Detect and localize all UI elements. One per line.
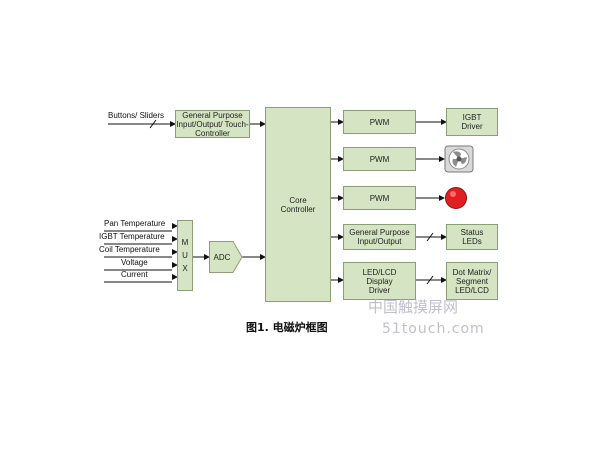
buttons-sliders-label: Buttons/ Sliders bbox=[108, 111, 165, 120]
mux-letter-m: M bbox=[181, 238, 189, 247]
core-controller-label: Core Controller bbox=[280, 195, 316, 214]
current-label: Current bbox=[121, 270, 148, 279]
mux-block: M U X bbox=[177, 220, 193, 291]
gpio-status-block: General Purpose Input/Output bbox=[343, 224, 416, 250]
watermark-text-url: 51touch.com bbox=[382, 321, 485, 337]
coil-temperature-label: Coil Temperature bbox=[99, 245, 160, 254]
status-leds-block: Status LEDs bbox=[446, 224, 498, 250]
gpio-touch-controller-label: General Purpose Input/Output/ Touch-Cont… bbox=[176, 110, 249, 138]
adc-block: ADC bbox=[209, 241, 243, 273]
led-lcd-driver-label: LED/LCD Display Driver bbox=[362, 267, 397, 295]
dot-matrix-label: Dot Matrix/ Segment LED/LCD bbox=[452, 267, 492, 295]
fan-icon bbox=[444, 145, 474, 173]
gpio-status-label: General Purpose Input/Output bbox=[349, 228, 410, 246]
voltage-label: Voltage bbox=[121, 258, 148, 267]
gpio-touch-controller-block: General Purpose Input/Output/ Touch-Cont… bbox=[175, 110, 250, 138]
igbt-driver-block: IGBT Driver bbox=[446, 108, 498, 136]
figure-caption: 图1. 电磁炉框图 bbox=[246, 321, 328, 334]
mux-letter-x: X bbox=[182, 264, 188, 273]
watermark-text-cn: 中国触摸屏网 bbox=[368, 298, 459, 316]
dot-matrix-block: Dot Matrix/ Segment LED/LCD bbox=[446, 262, 498, 300]
pwm-label-2: PWM bbox=[369, 154, 390, 164]
pwm-block-1: PWM bbox=[343, 110, 416, 134]
pan-temperature-label: Pan Temperature bbox=[104, 219, 166, 228]
igbt-temperature-label: IGBT Temperature bbox=[99, 232, 165, 241]
pwm-block-3: PWM bbox=[343, 186, 416, 210]
status-leds-label: Status LEDs bbox=[460, 228, 484, 246]
red-indicator-light-icon bbox=[445, 187, 467, 209]
core-controller-block: Core Controller bbox=[265, 107, 331, 302]
pwm-label-1: PWM bbox=[369, 117, 390, 127]
led-lcd-driver-block: LED/LCD Display Driver bbox=[343, 262, 416, 300]
pwm-block-2: PWM bbox=[343, 147, 416, 171]
mux-letter-u: U bbox=[182, 251, 188, 260]
pwm-label-3: PWM bbox=[369, 193, 390, 203]
adc-label: ADC bbox=[214, 253, 231, 262]
igbt-driver-label: IGBT Driver bbox=[461, 113, 483, 131]
